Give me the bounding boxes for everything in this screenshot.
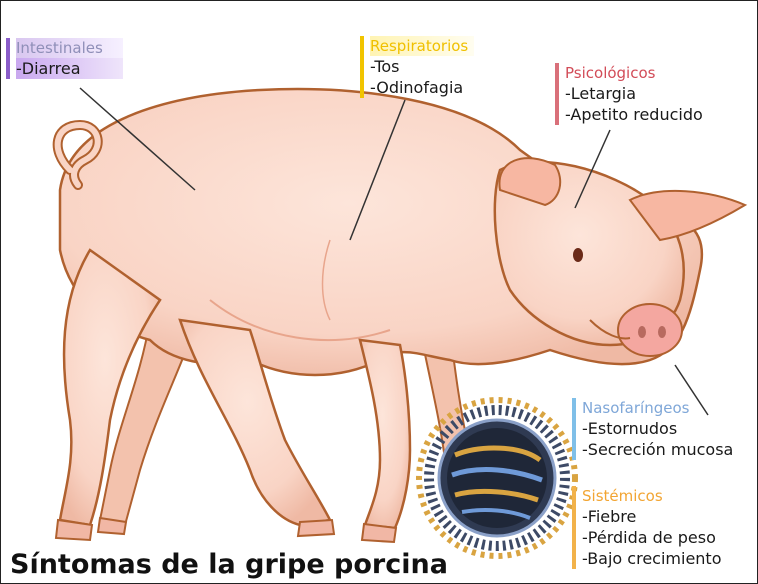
- callout-respiratorios-heading: Respiratorios: [370, 36, 474, 56]
- pig-front-leg-near: [360, 340, 410, 528]
- symptom-letargia: Letargia: [565, 83, 703, 104]
- callout-intestinales-heading: Intestinales: [16, 38, 123, 58]
- pig-hoof-2: [298, 520, 334, 536]
- pig-hoof-3: [362, 524, 396, 542]
- callout-sistemicos-heading: Sistémicos: [582, 486, 722, 506]
- pig-nostril-left: [638, 326, 646, 338]
- callout-nasofaringeos: Nasofaríngeos Estornudos Secreción mucos…: [572, 398, 733, 460]
- pig-snout: [618, 304, 682, 356]
- symptom-odinofagia: Odinofagia: [370, 77, 474, 98]
- symptom-apetito-reducido: Apetito reducido: [565, 104, 703, 125]
- symptom-bajo-crecimiento: Bajo crecimiento: [582, 548, 722, 569]
- page-title: Síntomas de la gripe porcina: [10, 548, 448, 582]
- pig-nostril-right: [658, 326, 666, 338]
- callout-intestinales: Intestinales Diarrea: [6, 38, 123, 79]
- symptom-diarrea: Diarrea: [16, 58, 123, 79]
- callout-psicologicos: Psicológicos Letargia Apetito reducido: [555, 63, 703, 125]
- callout-sistemicos: Sistémicos Fiebre Pérdida de peso Bajo c…: [572, 486, 722, 569]
- symptom-secrecion-mucosa: Secreción mucosa: [582, 439, 733, 460]
- pig-eye: [573, 248, 583, 262]
- callout-psicologicos-heading: Psicológicos: [565, 63, 703, 83]
- symptom-fiebre: Fiebre: [582, 506, 722, 527]
- pig-hoof-4: [98, 518, 126, 534]
- symptom-estornudos: Estornudos: [582, 418, 733, 439]
- symptom-perdida-de-peso: Pérdida de peso: [582, 527, 722, 548]
- callout-respiratorios: Respiratorios Tos Odinofagia: [360, 36, 474, 98]
- symptom-tos: Tos: [370, 56, 474, 77]
- callout-nasofaringeos-heading: Nasofaríngeos: [582, 398, 733, 418]
